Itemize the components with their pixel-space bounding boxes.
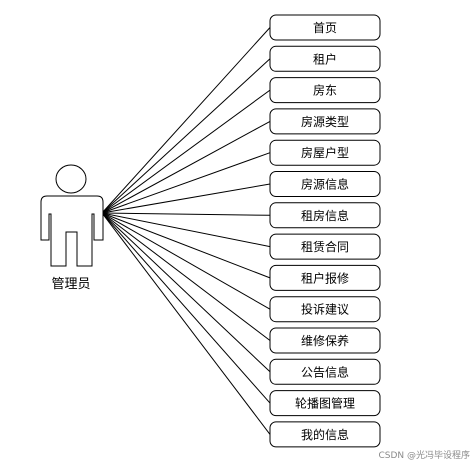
association-line — [101, 212, 271, 341]
use-case-label: 房屋户型 — [301, 145, 349, 160]
watermark: CSDN @光冯毕设程序 — [378, 449, 470, 461]
association-line — [101, 212, 271, 279]
use-case: 我的信息 — [269, 421, 381, 448]
use-case-box — [269, 202, 381, 229]
association-lines — [101, 27, 271, 435]
use-case-list: 首页租户房东房源类型房屋户型房源信息租房信息租赁合同租户报修投诉建议维修保养公告… — [269, 14, 381, 448]
use-case-box — [269, 108, 381, 135]
use-case: 投诉建议 — [269, 296, 381, 323]
use-case-box — [269, 77, 381, 104]
use-case-label: 租户报修 — [301, 270, 349, 285]
actor-body — [40, 195, 104, 267]
association-line — [101, 152, 271, 214]
association-line — [101, 212, 271, 248]
actor-head — [55, 164, 87, 194]
association-line — [101, 212, 271, 373]
use-case: 房源信息 — [269, 171, 381, 197]
use-case-box — [269, 14, 381, 41]
use-case-box — [269, 45, 381, 72]
use-case-box — [269, 171, 381, 197]
association-line — [101, 89, 271, 214]
use-case: 租户 — [269, 45, 381, 72]
use-case: 轮播图管理 — [269, 390, 381, 417]
use-case-box — [269, 421, 381, 448]
use-case-label: 轮播图管理 — [295, 396, 355, 411]
association-line — [101, 120, 271, 214]
use-case: 房源类型 — [269, 108, 381, 135]
association-line — [101, 58, 271, 214]
use-case-label: 租户 — [313, 51, 337, 66]
actor: 管理员 — [40, 164, 104, 292]
association-line — [101, 27, 271, 214]
use-case-box — [269, 139, 381, 166]
use-case-box — [269, 390, 381, 417]
use-case: 租赁合同 — [269, 233, 381, 260]
use-case-label: 投诉建议 — [301, 302, 349, 317]
use-case-label: 租房信息 — [301, 208, 349, 223]
use-case-label: 维修保养 — [301, 333, 349, 348]
use-case-label: 首页 — [313, 21, 337, 35]
association-line — [101, 212, 271, 435]
use-case: 租房信息 — [269, 202, 381, 229]
use-case-label: 房源类型 — [301, 114, 349, 129]
use-case-label: 租赁合同 — [301, 239, 349, 254]
use-case-box — [269, 358, 381, 385]
use-case-box — [269, 264, 381, 291]
use-case-box — [269, 327, 381, 354]
use-case: 首页 — [269, 14, 381, 41]
use-case: 公告信息 — [269, 358, 381, 385]
use-case-label: 房源信息 — [301, 177, 349, 192]
association-line — [101, 212, 271, 404]
association-line — [101, 183, 271, 214]
use-case: 房东 — [269, 77, 381, 104]
use-case-label: 我的信息 — [301, 427, 349, 442]
association-line — [101, 212, 271, 216]
use-case-box — [269, 233, 381, 260]
use-case: 房屋户型 — [269, 139, 381, 166]
use-case-label: 房东 — [313, 83, 337, 98]
use-case-label: 公告信息 — [301, 364, 349, 379]
use-case: 维修保养 — [269, 327, 381, 354]
actor-label: 管理员 — [51, 277, 90, 292]
use-case-box — [269, 296, 381, 323]
association-line — [101, 212, 271, 310]
use-case: 租户报修 — [269, 264, 381, 291]
